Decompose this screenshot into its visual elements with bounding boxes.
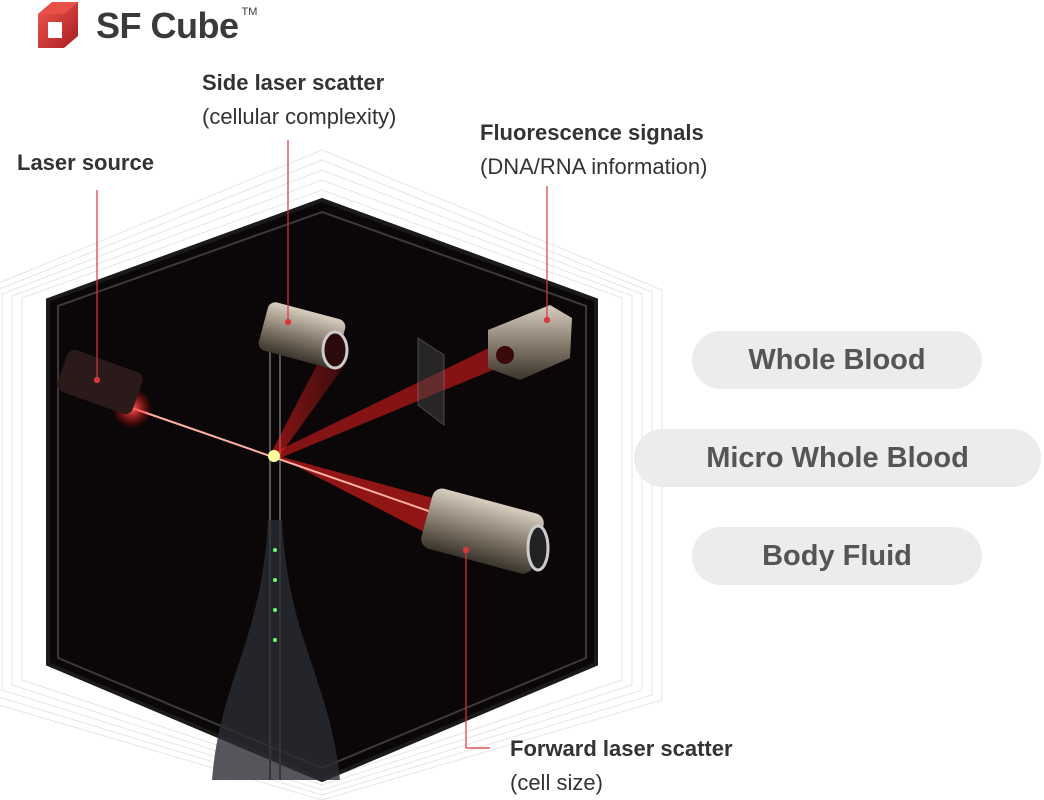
fluorescence-subtitle: (DNA/RNA information) [480,154,708,179]
laser-source-device [57,349,143,415]
logo: SF Cube TM [96,4,257,48]
forward-scatter-detector [421,488,550,574]
logo-cube-icon [38,2,78,48]
logo-text: SF Cube [96,5,239,46]
forward-scatter-subtitle: (cell size) [510,770,603,795]
side-scatter-subtitle: (cellular complexity) [202,104,397,129]
sample-type-whole-blood: Whole Blood [692,331,982,389]
fluorescence-title: Fluorescence signals [480,120,704,145]
forward-scatter-title: Forward laser scatter [510,736,733,761]
logo-trademark: TM [241,6,258,18]
side-scatter-detector [258,302,349,370]
fluorescence-detector [488,305,572,380]
leader-lines [93,140,551,749]
sample-type-micro-whole-blood: Micro Whole Blood [634,429,1041,487]
flow-cell [212,310,340,780]
sample-type-body-fluid: Body Fluid [692,527,982,585]
side-scatter-title: Side laser scatter [202,70,385,95]
laser-source-title: Laser source [17,150,154,175]
cytometer-hexagon [46,197,598,783]
